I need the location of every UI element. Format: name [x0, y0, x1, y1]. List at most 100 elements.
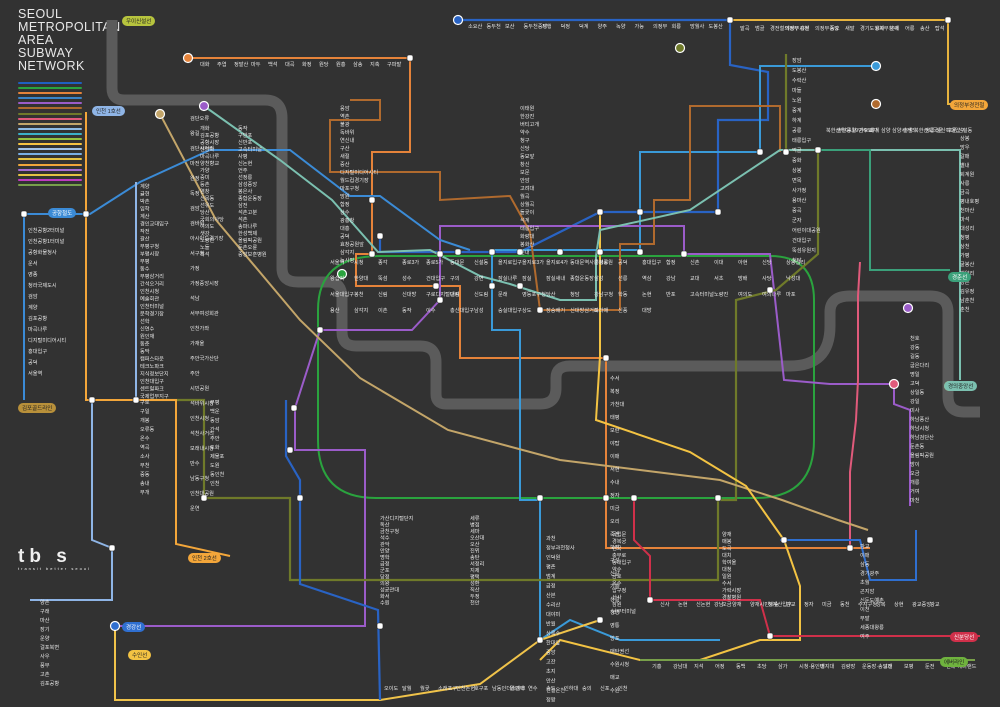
station-label[interactable]: 정왕 — [546, 696, 556, 704]
station-label[interactable]: 용마산 — [792, 196, 807, 204]
station-label[interactable]: 가능 — [635, 22, 645, 30]
station-label[interactable]: 달월 — [402, 684, 412, 692]
station-label[interactable]: 부평시장 — [140, 251, 159, 258]
station-label[interactable]: 동두천 — [487, 23, 502, 30]
station-label[interactable]: 야탑 — [610, 439, 620, 447]
station-label[interactable]: 마두 — [251, 60, 261, 68]
station-label[interactable]: 초월 — [860, 578, 870, 586]
station-label[interactable]: 압구정 — [612, 586, 627, 594]
station-label[interactable]: 홍대입구 — [642, 258, 661, 266]
station-label[interactable]: 응암 — [340, 104, 350, 112]
station-label[interactable]: 간석 — [210, 425, 220, 433]
station-label[interactable]: 초당 — [757, 663, 767, 670]
station-label[interactable]: 주엽 — [217, 60, 227, 68]
station-label[interactable]: 신당 — [520, 144, 530, 152]
station-label[interactable]: 동묘앞 — [520, 152, 535, 160]
station-label[interactable]: 수서 — [610, 374, 620, 382]
station-label[interactable]: 수원 — [610, 686, 620, 694]
station-label[interactable]: 온수 — [140, 435, 150, 442]
station-label[interactable]: 주안 — [210, 435, 220, 442]
station-label[interactable]: 청담 — [792, 257, 802, 264]
station-label[interactable]: 수원시청 — [610, 660, 629, 668]
line5-terminus-marker[interactable] — [198, 100, 210, 112]
station-label[interactable]: 만수 — [190, 459, 200, 467]
station-label[interactable]: 도화 — [210, 444, 220, 451]
transfer-station-marker[interactable] — [536, 494, 544, 502]
line9-terminus-marker[interactable] — [154, 108, 166, 120]
station-label[interactable]: 동막 — [140, 348, 150, 355]
station-label[interactable]: 녹사평 — [340, 256, 355, 264]
station-label[interactable]: 관악 — [380, 540, 390, 548]
station-label[interactable]: 귤현 — [140, 190, 150, 198]
station-label[interactable]: 운양 — [40, 634, 50, 642]
station-label[interactable]: 모래내시장 — [190, 444, 214, 452]
station-label[interactable]: 신갈 — [610, 569, 620, 577]
transfer-station-marker[interactable] — [726, 16, 734, 24]
station-label[interactable]: 평택 — [470, 574, 480, 581]
transfer-station-marker[interactable] — [436, 296, 444, 304]
station-label[interactable]: 건대입구 — [426, 274, 445, 282]
station-label[interactable]: 경찰병원 — [722, 593, 741, 601]
station-label[interactable]: 가평 — [960, 251, 970, 259]
transfer-station-marker[interactable] — [536, 306, 544, 314]
station-label[interactable]: 창신 — [520, 160, 530, 168]
station-label[interactable]: 삼동 — [860, 560, 870, 568]
station-label[interactable]: 인천대공원 — [190, 489, 214, 497]
station-label[interactable]: 구산 — [340, 144, 350, 152]
station-label[interactable]: 모란 — [610, 427, 620, 434]
transfer-station-marker[interactable] — [20, 210, 28, 218]
station-label[interactable]: 성복 — [876, 600, 886, 608]
station-label[interactable]: 신대방삼거리 — [570, 306, 599, 314]
transfer-station-marker[interactable] — [132, 396, 140, 404]
route-tag[interactable]: 김포골드라인 — [18, 403, 57, 413]
station-label[interactable]: 지행 — [542, 22, 552, 30]
station-label[interactable]: 종합운동장 — [238, 194, 262, 202]
transfer-station-marker[interactable] — [516, 282, 524, 290]
transfer-station-marker[interactable] — [376, 622, 384, 630]
station-label[interactable]: 서초 — [714, 274, 724, 282]
station-label[interactable]: 한양대 — [354, 274, 369, 282]
station-label[interactable]: 원흥 — [336, 60, 346, 68]
station-label[interactable]: 제물포 — [210, 452, 225, 460]
station-label[interactable]: 구의 — [450, 275, 460, 282]
station-label[interactable]: 하남검단산 — [910, 433, 934, 441]
station-label[interactable]: 동대문역사문화공원 — [570, 258, 613, 266]
station-label[interactable]: 덕계 — [579, 22, 589, 30]
station-label[interactable]: 교대 — [690, 274, 700, 282]
station-label[interactable]: 의왕 — [380, 579, 390, 587]
station-label[interactable]: 곤지암 — [860, 587, 875, 595]
station-label[interactable]: 신포 — [600, 684, 610, 692]
station-label[interactable]: 군자 — [792, 216, 802, 224]
station-label[interactable]: 마석 — [960, 215, 970, 223]
station-label[interactable]: 금정 — [546, 583, 556, 590]
station-label[interactable]: 삼전 — [238, 201, 248, 209]
station-label[interactable]: 보문 — [520, 169, 530, 176]
station-label[interactable]: 석촌 — [238, 215, 248, 223]
station-label[interactable]: 문학경기장 — [140, 310, 164, 318]
station-label[interactable]: 신설동 — [958, 126, 973, 134]
station-label[interactable]: 계산 — [140, 212, 150, 220]
station-label[interactable]: 월곶 — [420, 684, 430, 692]
station-label[interactable]: 수리산 — [546, 601, 561, 609]
station-label[interactable]: 종로5가 — [426, 258, 443, 266]
transfer-station-marker[interactable] — [714, 208, 722, 216]
station-label[interactable]: 화랑대 — [520, 232, 535, 240]
station-label[interactable]: 백운 — [210, 407, 220, 415]
station-label[interactable]: 월곡 — [520, 192, 530, 200]
station-label[interactable]: 중앙보훈병원 — [238, 250, 267, 258]
station-label[interactable]: 흑석 — [200, 250, 210, 258]
station-label[interactable]: 초지 — [546, 667, 556, 675]
transfer-station-marker[interactable] — [368, 196, 376, 204]
station-label[interactable]: 상도 — [522, 306, 532, 314]
station-label[interactable]: 가락시장 — [722, 586, 741, 594]
station-label[interactable]: 양촌 — [40, 598, 50, 606]
route-tag[interactable]: 의정부경전철 — [950, 100, 989, 110]
station-label[interactable]: 검암 — [28, 292, 38, 300]
station-label[interactable]: 북한산보국문 — [914, 126, 943, 134]
station-label[interactable]: 새말 — [845, 24, 855, 32]
station-label[interactable]: 금호 — [612, 573, 622, 580]
station-label[interactable]: 센트럴파크 — [140, 385, 164, 393]
station-label[interactable]: 먹골 — [792, 147, 802, 154]
line8-marker[interactable] — [888, 378, 900, 390]
station-label[interactable]: 가정중앙시장 — [190, 279, 219, 287]
